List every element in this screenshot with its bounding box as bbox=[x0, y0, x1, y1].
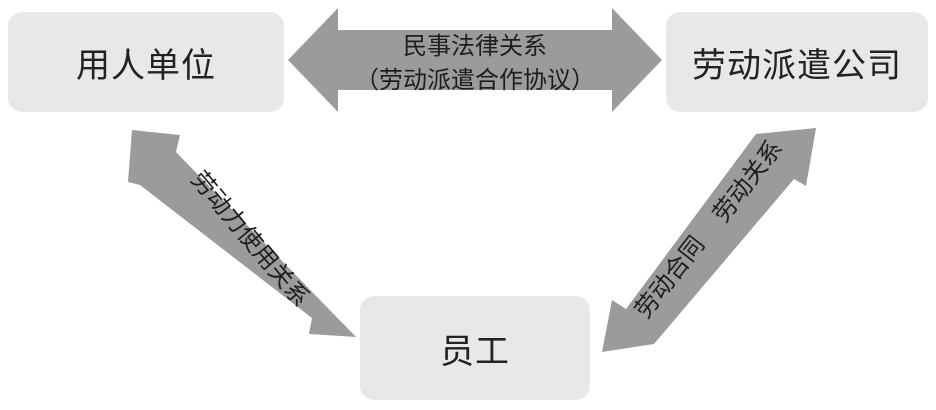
relation-label-labor-use: 劳动力使用关系 bbox=[185, 166, 314, 313]
node-agency-label: 劳动派遣公司 bbox=[692, 45, 902, 86]
relation-label-civil-line1: 民事法律关系 bbox=[403, 32, 547, 60]
node-employee: 员工 bbox=[360, 296, 590, 400]
node-dispatch-agency: 劳动派遣公司 bbox=[666, 12, 928, 112]
relation-label-civil-line2: （劳动派遣合作协议） bbox=[355, 66, 595, 94]
node-employee-label: 员工 bbox=[440, 331, 510, 372]
node-employer: 用人单位 bbox=[8, 12, 284, 112]
node-employer-label: 用人单位 bbox=[76, 45, 216, 86]
arrow-employer-agency bbox=[288, 8, 662, 112]
arrow-employer-employee bbox=[128, 130, 356, 337]
arrow-agency-employee bbox=[602, 128, 816, 352]
